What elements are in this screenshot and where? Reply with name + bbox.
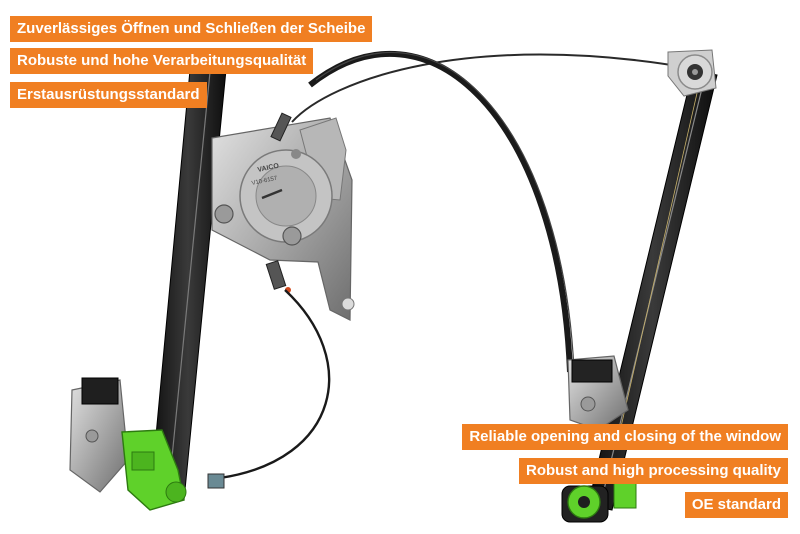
brand-mark: VAICO xyxy=(257,162,280,173)
drive-cable-upper xyxy=(291,53,691,123)
feature-label-de-3: Erstausrüstungsstandard xyxy=(10,82,207,108)
lower-right-carrier xyxy=(561,355,637,523)
drive-cable-arc xyxy=(308,51,573,373)
part-number-stamp: V10-6157 xyxy=(251,176,278,187)
cable-spring-upper xyxy=(270,112,292,142)
feature-label-en-3: OE standard xyxy=(684,492,788,518)
cable-spring-lower xyxy=(265,260,287,290)
lower-left-carrier xyxy=(69,377,187,511)
gear-housing: VAICO V10-6157 xyxy=(211,117,355,321)
feature-label-en-2: Robust and high processing quality xyxy=(518,458,788,484)
feature-label-de-2: Robuste und hohe Verarbeitungsqualität xyxy=(10,48,314,74)
feature-label-en-1: Reliable opening and closing of the wind… xyxy=(462,424,788,450)
drive-cable-lower xyxy=(219,289,331,480)
feature-label-de-1: Zuverlässiges Öffnen und Schließen der S… xyxy=(10,16,373,42)
upper-pulley xyxy=(667,49,717,97)
